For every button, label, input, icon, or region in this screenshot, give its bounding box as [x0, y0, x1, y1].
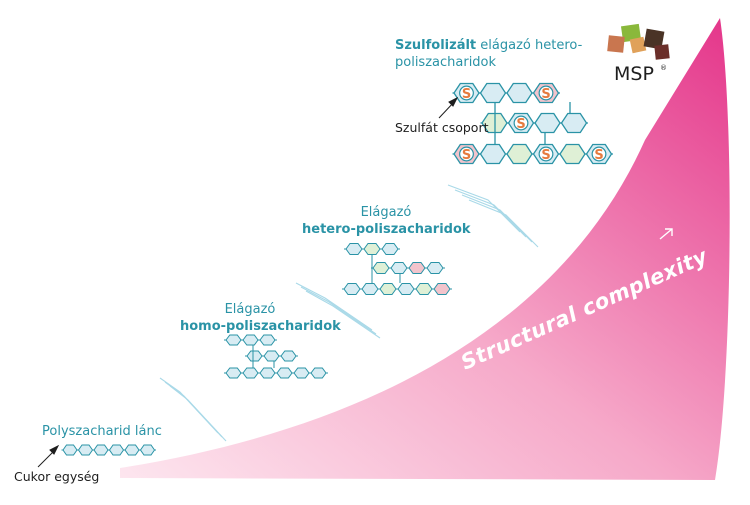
sugar-unit-hexagon [415, 283, 433, 295]
sugar-unit-arrow [37, 444, 60, 468]
sulfated-label-line1: Szulfolizált elágazó hetero- [395, 37, 582, 54]
homo-label-bold: homo-poliszacharidok [180, 319, 341, 334]
sulfate-group-letter: S [462, 148, 471, 163]
sugar-unit-hexagon [263, 350, 280, 362]
sugar-unit-label: Cukor egység [14, 469, 100, 484]
sulfate-group-circle [459, 85, 474, 101]
step-lines [159, 184, 539, 442]
logo-tile-dark [643, 28, 665, 50]
homo-label: Elágazó homo-poliszacharidok [180, 301, 341, 335]
homo-polysaccharide-structure [224, 334, 328, 379]
homo-label-line2: homo-poliszacharidok [180, 318, 341, 335]
sugar-unit-hexagon [506, 82, 533, 104]
logo-tile-orange [629, 36, 647, 54]
sulfated-polysaccharide-structure: S S S S S S [452, 82, 613, 165]
sugar-unit-hexagon [62, 444, 78, 456]
sulfate-group-circle [459, 146, 474, 162]
sulfate-group-circle [538, 146, 554, 162]
sugar-unit-hexagon [363, 243, 381, 255]
sugar-unit-hexagon [361, 283, 379, 295]
sugar-unit-hexagon [345, 243, 363, 255]
sulfated-label-line2: poliszacharidok [395, 55, 497, 70]
sugar-unit-hexagon [534, 112, 561, 134]
complexity-wedge [120, 18, 730, 480]
sugar-unit-hexagon [225, 367, 242, 379]
polysaccharide-chain [61, 444, 156, 456]
sugar-unit-hexagon [310, 367, 327, 379]
sugar-unit-hexagon [397, 283, 415, 295]
sugar-unit-hexagon [372, 262, 390, 274]
sugar-unit-hexagon [408, 262, 426, 274]
sugar-unit-hexagon [559, 143, 586, 165]
sulfate-group-circle [513, 115, 529, 131]
logo-tile-brown [607, 35, 625, 53]
sugar-unit-hexagon [343, 283, 361, 295]
sugar-unit-hexagon [379, 283, 397, 295]
sugar-unit-hexagon [280, 350, 297, 362]
sugar-unit-hexagon [259, 367, 276, 379]
sulfate-group-circle [538, 85, 554, 101]
sugar-unit-hexagon [479, 143, 507, 165]
sulfated-label: Szulfolizált elágazó hetero- poliszachar… [395, 37, 582, 71]
arrow-up-right-icon [659, 228, 673, 240]
sugar-unit-hexagon [124, 444, 140, 456]
msp-logo: MSP ® [607, 23, 670, 85]
sugar-unit-hexagon [108, 444, 125, 456]
sugar-unit-hexagon [276, 367, 293, 379]
sugar-unit-hexagon [242, 334, 259, 346]
sugar-unit-hexagon [242, 367, 259, 379]
sulfate-group-arrow [438, 96, 459, 119]
hetero-label-line2: hetero-poliszacharidok [302, 221, 471, 238]
sulfate-group-letter: S [594, 148, 603, 163]
sulfate-group-label: Szulfát csoport [395, 120, 489, 135]
sugar-unit-hexagon [225, 334, 242, 346]
sulfate-group-letter: S [541, 87, 550, 102]
sulfated-label-rest: elágazó hetero- [476, 38, 583, 53]
sugar-unit-hexagon [246, 350, 263, 362]
sugar-unit-hexagon [433, 283, 451, 295]
homo-label-line1: Elágazó [224, 302, 276, 317]
sulfate-group-circle [591, 146, 607, 162]
sugar-unit-hexagon [93, 444, 109, 456]
hetero-label-bold: hetero-poliszacharidok [302, 222, 471, 237]
sugar-unit-hexagon [390, 262, 408, 274]
sugar-unit-hexagon [381, 243, 399, 255]
sugar-unit-hexagon [293, 367, 310, 379]
hetero-label: Elágazó hetero-poliszacharidok [302, 204, 471, 238]
hetero-label-line1: Elágazó [360, 205, 412, 220]
sulfate-group-letter: S [516, 117, 525, 132]
sulfate-group-letter: S [462, 87, 471, 102]
sulfated-label-bold: Szulfolizált [395, 38, 477, 53]
logo-tile-maroon [654, 44, 670, 60]
sugar-unit-hexagon [259, 334, 276, 346]
sugar-unit-hexagon [426, 262, 444, 274]
sulfate-group-letter: S [541, 148, 550, 163]
hetero-polysaccharide-structure [342, 243, 452, 295]
logo-tile-green [620, 23, 642, 43]
sugar-unit-hexagon [139, 444, 156, 456]
logo-registered-mark: ® [660, 64, 667, 72]
sugar-unit-hexagon [560, 112, 588, 134]
logo-text: MSP [614, 63, 654, 85]
sugar-unit-hexagon [479, 82, 507, 104]
sugar-unit-hexagon [77, 444, 94, 456]
sugar-unit-hexagon [506, 143, 533, 165]
polysaccharide-chain-label: Polyszacharid lánc [42, 424, 162, 439]
